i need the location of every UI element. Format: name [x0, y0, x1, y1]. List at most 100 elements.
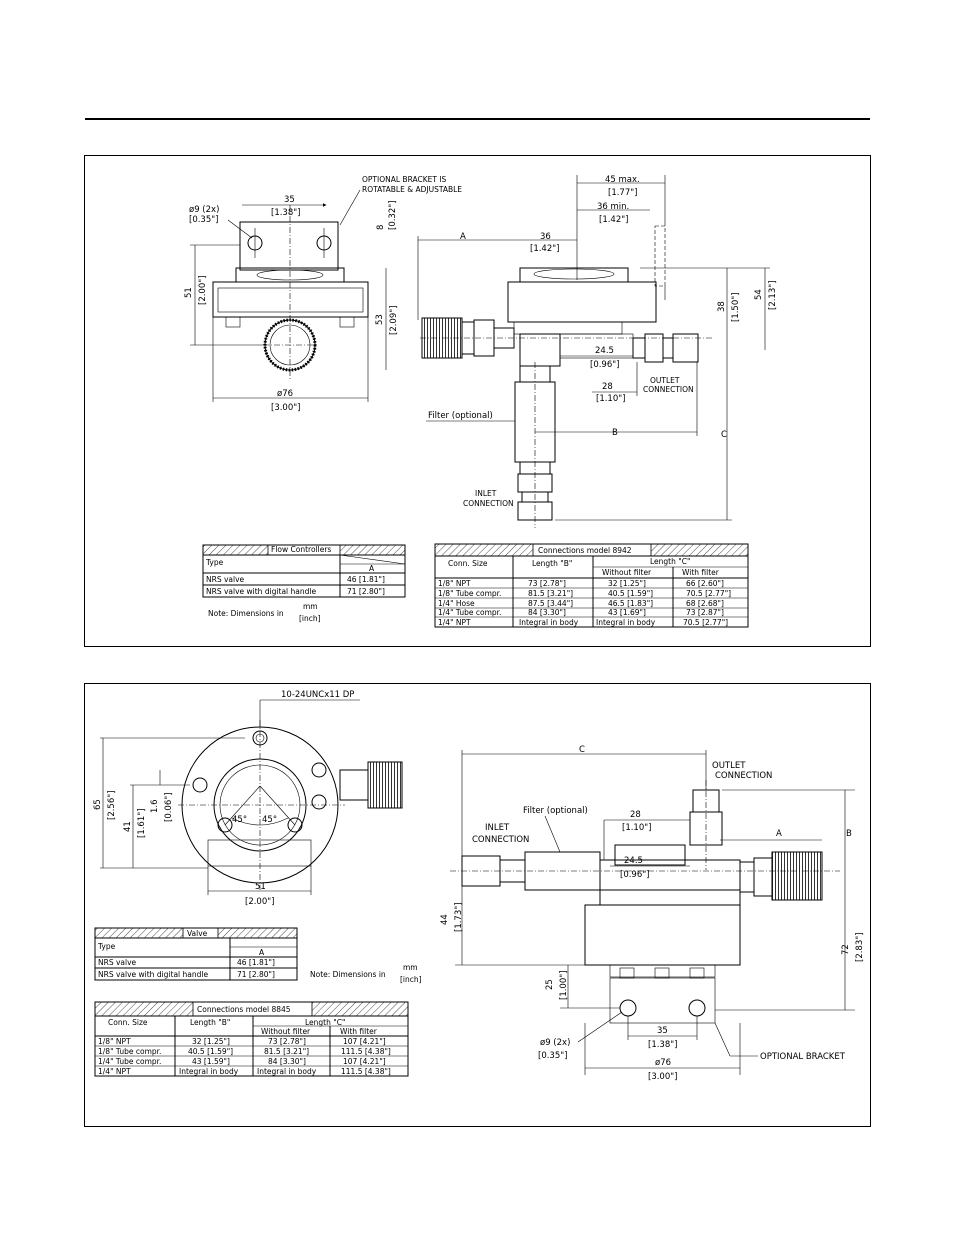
svg-text:24.5: 24.5	[624, 856, 643, 866]
front-view-8845: 10-24UNCx11 DP 65 [2.56"] 41 [1.61"] 1.6…	[93, 690, 403, 907]
svg-text:NRS valve: NRS valve	[206, 575, 245, 584]
svg-text:71 [2.80"]: 71 [2.80"]	[237, 970, 275, 979]
top-view: 35 [1.38"] ø9 (2x) [0.35"] OPTIONAL BRAC…	[184, 175, 462, 413]
svg-text:A: A	[369, 564, 375, 573]
svg-text:32 [1.25"]: 32 [1.25"]	[192, 1037, 230, 1046]
svg-text:25: 25	[545, 979, 555, 990]
svg-text:Type: Type	[205, 558, 224, 567]
svg-text:1/8" NPT: 1/8" NPT	[438, 579, 471, 588]
svg-text:36 min.: 36 min.	[597, 202, 629, 212]
svg-text:1/4" Hose: 1/4" Hose	[438, 599, 475, 608]
svg-text:Integral in body: Integral in body	[179, 1067, 239, 1076]
svg-text:B: B	[612, 428, 618, 438]
svg-text:[1.10"]: [1.10"]	[622, 823, 651, 833]
svg-text:1/4" Tube compr.: 1/4" Tube compr.	[98, 1057, 161, 1066]
svg-text:NRS valve with digital handle: NRS valve with digital handle	[206, 587, 316, 596]
header-rule	[85, 118, 870, 120]
svg-text:1.6: 1.6	[150, 799, 160, 813]
svg-text:[0.35"]: [0.35"]	[189, 215, 218, 225]
svg-text:[2.83"]: [2.83"]	[855, 933, 865, 962]
svg-text:ø76: ø76	[655, 1058, 671, 1068]
svg-text:41: 41	[123, 821, 133, 832]
svg-text:[3.00"]: [3.00"]	[648, 1072, 677, 1082]
svg-text:38: 38	[717, 301, 727, 312]
svg-text:[1.61"]: [1.61"]	[137, 809, 147, 838]
svg-text:ø9 (2x): ø9 (2x)	[189, 205, 219, 215]
svg-text:[inch]: [inch]	[400, 975, 422, 984]
svg-text:Integral in body: Integral in body	[257, 1067, 317, 1076]
svg-text:With filter: With filter	[682, 568, 720, 577]
svg-text:[1.38"]: [1.38"]	[648, 1040, 677, 1050]
svg-text:mm: mm	[403, 963, 418, 972]
svg-text:ø9 (2x): ø9 (2x)	[540, 1038, 570, 1048]
svg-text:Integral in body: Integral in body	[596, 618, 656, 627]
svg-text:46 [1.81"]: 46 [1.81"]	[347, 575, 385, 584]
svg-text:NRS valve with digital handle: NRS valve with digital handle	[98, 970, 208, 979]
svg-text:35: 35	[657, 1026, 668, 1036]
svg-text:Note: Dimensions in: Note: Dimensions in	[310, 970, 386, 979]
svg-text:10-24UNCx11 DP: 10-24UNCx11 DP	[281, 690, 354, 700]
svg-text:107 [4.21"]: 107 [4.21"]	[343, 1057, 386, 1066]
svg-text:68 [2.68"]: 68 [2.68"]	[686, 599, 724, 608]
svg-text:84 [3.30"]: 84 [3.30"]	[268, 1057, 306, 1066]
svg-text:A: A	[460, 232, 466, 242]
svg-text:[0.06"]: [0.06"]	[164, 793, 174, 822]
svg-text:A: A	[776, 829, 782, 839]
svg-text:Integral in body: Integral in body	[519, 618, 579, 627]
svg-text:Conn. Size: Conn. Size	[448, 559, 488, 568]
svg-text:1/4" Tube compr.: 1/4" Tube compr.	[438, 608, 501, 617]
svg-text:24.5: 24.5	[595, 346, 614, 356]
svg-text:84 [3.30"]: 84 [3.30"]	[528, 608, 566, 617]
svg-text:70.5 [2.77"]: 70.5 [2.77"]	[686, 589, 731, 598]
svg-text:1/8" Tube compr.: 1/8" Tube compr.	[98, 1047, 161, 1056]
valve-table: Valve Type A NRS valve 46 [1.81"] NRS va…	[94, 927, 422, 984]
svg-text:Filter (optional): Filter (optional)	[428, 411, 493, 421]
svg-text:Flow Controllers: Flow Controllers	[271, 545, 331, 554]
svg-text:[1.73"]: [1.73"]	[454, 903, 464, 932]
svg-text:111.5 [4.38"]: 111.5 [4.38"]	[341, 1067, 391, 1076]
svg-text:[1.00"]: [1.00"]	[559, 971, 569, 1000]
svg-text:[2.00"]: [2.00"]	[198, 276, 208, 305]
side-view-8942: 45 max. [1.77"] 36 min. [1.42"] A 36 [1.…	[417, 175, 778, 528]
svg-text:1/8" Tube compr.: 1/8" Tube compr.	[438, 589, 501, 598]
svg-text:INLET: INLET	[485, 823, 510, 833]
svg-text:66 [2.60"]: 66 [2.60"]	[686, 579, 724, 588]
svg-text:111.5 [4.38"]: 111.5 [4.38"]	[341, 1047, 391, 1056]
svg-text:[1.77"]: [1.77"]	[608, 188, 637, 198]
svg-text:CONNECTION: CONNECTION	[643, 385, 694, 394]
svg-text:40.5 [1.59"]: 40.5 [1.59"]	[608, 589, 653, 598]
svg-text:[0.32"]: [0.32"]	[388, 201, 398, 230]
svg-text:[1.50"]: [1.50"]	[731, 293, 741, 322]
svg-text:54: 54	[754, 289, 764, 300]
svg-text:46 [1.81"]: 46 [1.81"]	[237, 958, 275, 967]
svg-text:87.5 [3.44"]: 87.5 [3.44"]	[528, 599, 573, 608]
svg-text:C: C	[721, 430, 727, 440]
svg-text:Length "B": Length "B"	[532, 559, 572, 568]
svg-text:40.5 [1.59"]: 40.5 [1.59"]	[188, 1047, 233, 1056]
svg-text:[1.42"]: [1.42"]	[530, 244, 559, 254]
svg-text:70.5 [2.77"]: 70.5 [2.77"]	[683, 618, 728, 627]
svg-text:[0.96"]: [0.96"]	[590, 360, 619, 370]
drawing-panel-8942	[84, 155, 871, 647]
svg-text:53: 53	[375, 314, 385, 325]
svg-text:[0.96"]: [0.96"]	[620, 870, 649, 880]
svg-text:44: 44	[440, 914, 450, 925]
svg-text:8: 8	[376, 225, 386, 230]
svg-text:43 [1.59"]: 43 [1.59"]	[192, 1057, 230, 1066]
svg-text:INLET: INLET	[475, 489, 497, 498]
svg-text:[0.35"]: [0.35"]	[538, 1051, 567, 1061]
svg-text:[1.10"]: [1.10"]	[596, 394, 625, 404]
svg-text:[2.56"]: [2.56"]	[107, 791, 117, 820]
drawing-panel-8845	[84, 683, 871, 1127]
svg-text:81.5 [3.21"]: 81.5 [3.21"]	[528, 589, 573, 598]
svg-text:81.5 [3.21"]: 81.5 [3.21"]	[264, 1047, 309, 1056]
svg-text:OPTIONAL BRACKET: OPTIONAL BRACKET	[760, 1052, 846, 1062]
svg-text:51: 51	[255, 882, 266, 892]
side-view-8845: C OUTLET CONNECTION Filter (optional) 28…	[440, 745, 865, 1082]
svg-text:[2.00"]: [2.00"]	[245, 897, 274, 907]
svg-text:45°: 45°	[232, 815, 247, 825]
svg-text:72: 72	[841, 944, 851, 955]
svg-text:46.5 [1.83"]: 46.5 [1.83"]	[608, 599, 653, 608]
svg-text:With filter: With filter	[340, 1027, 378, 1036]
